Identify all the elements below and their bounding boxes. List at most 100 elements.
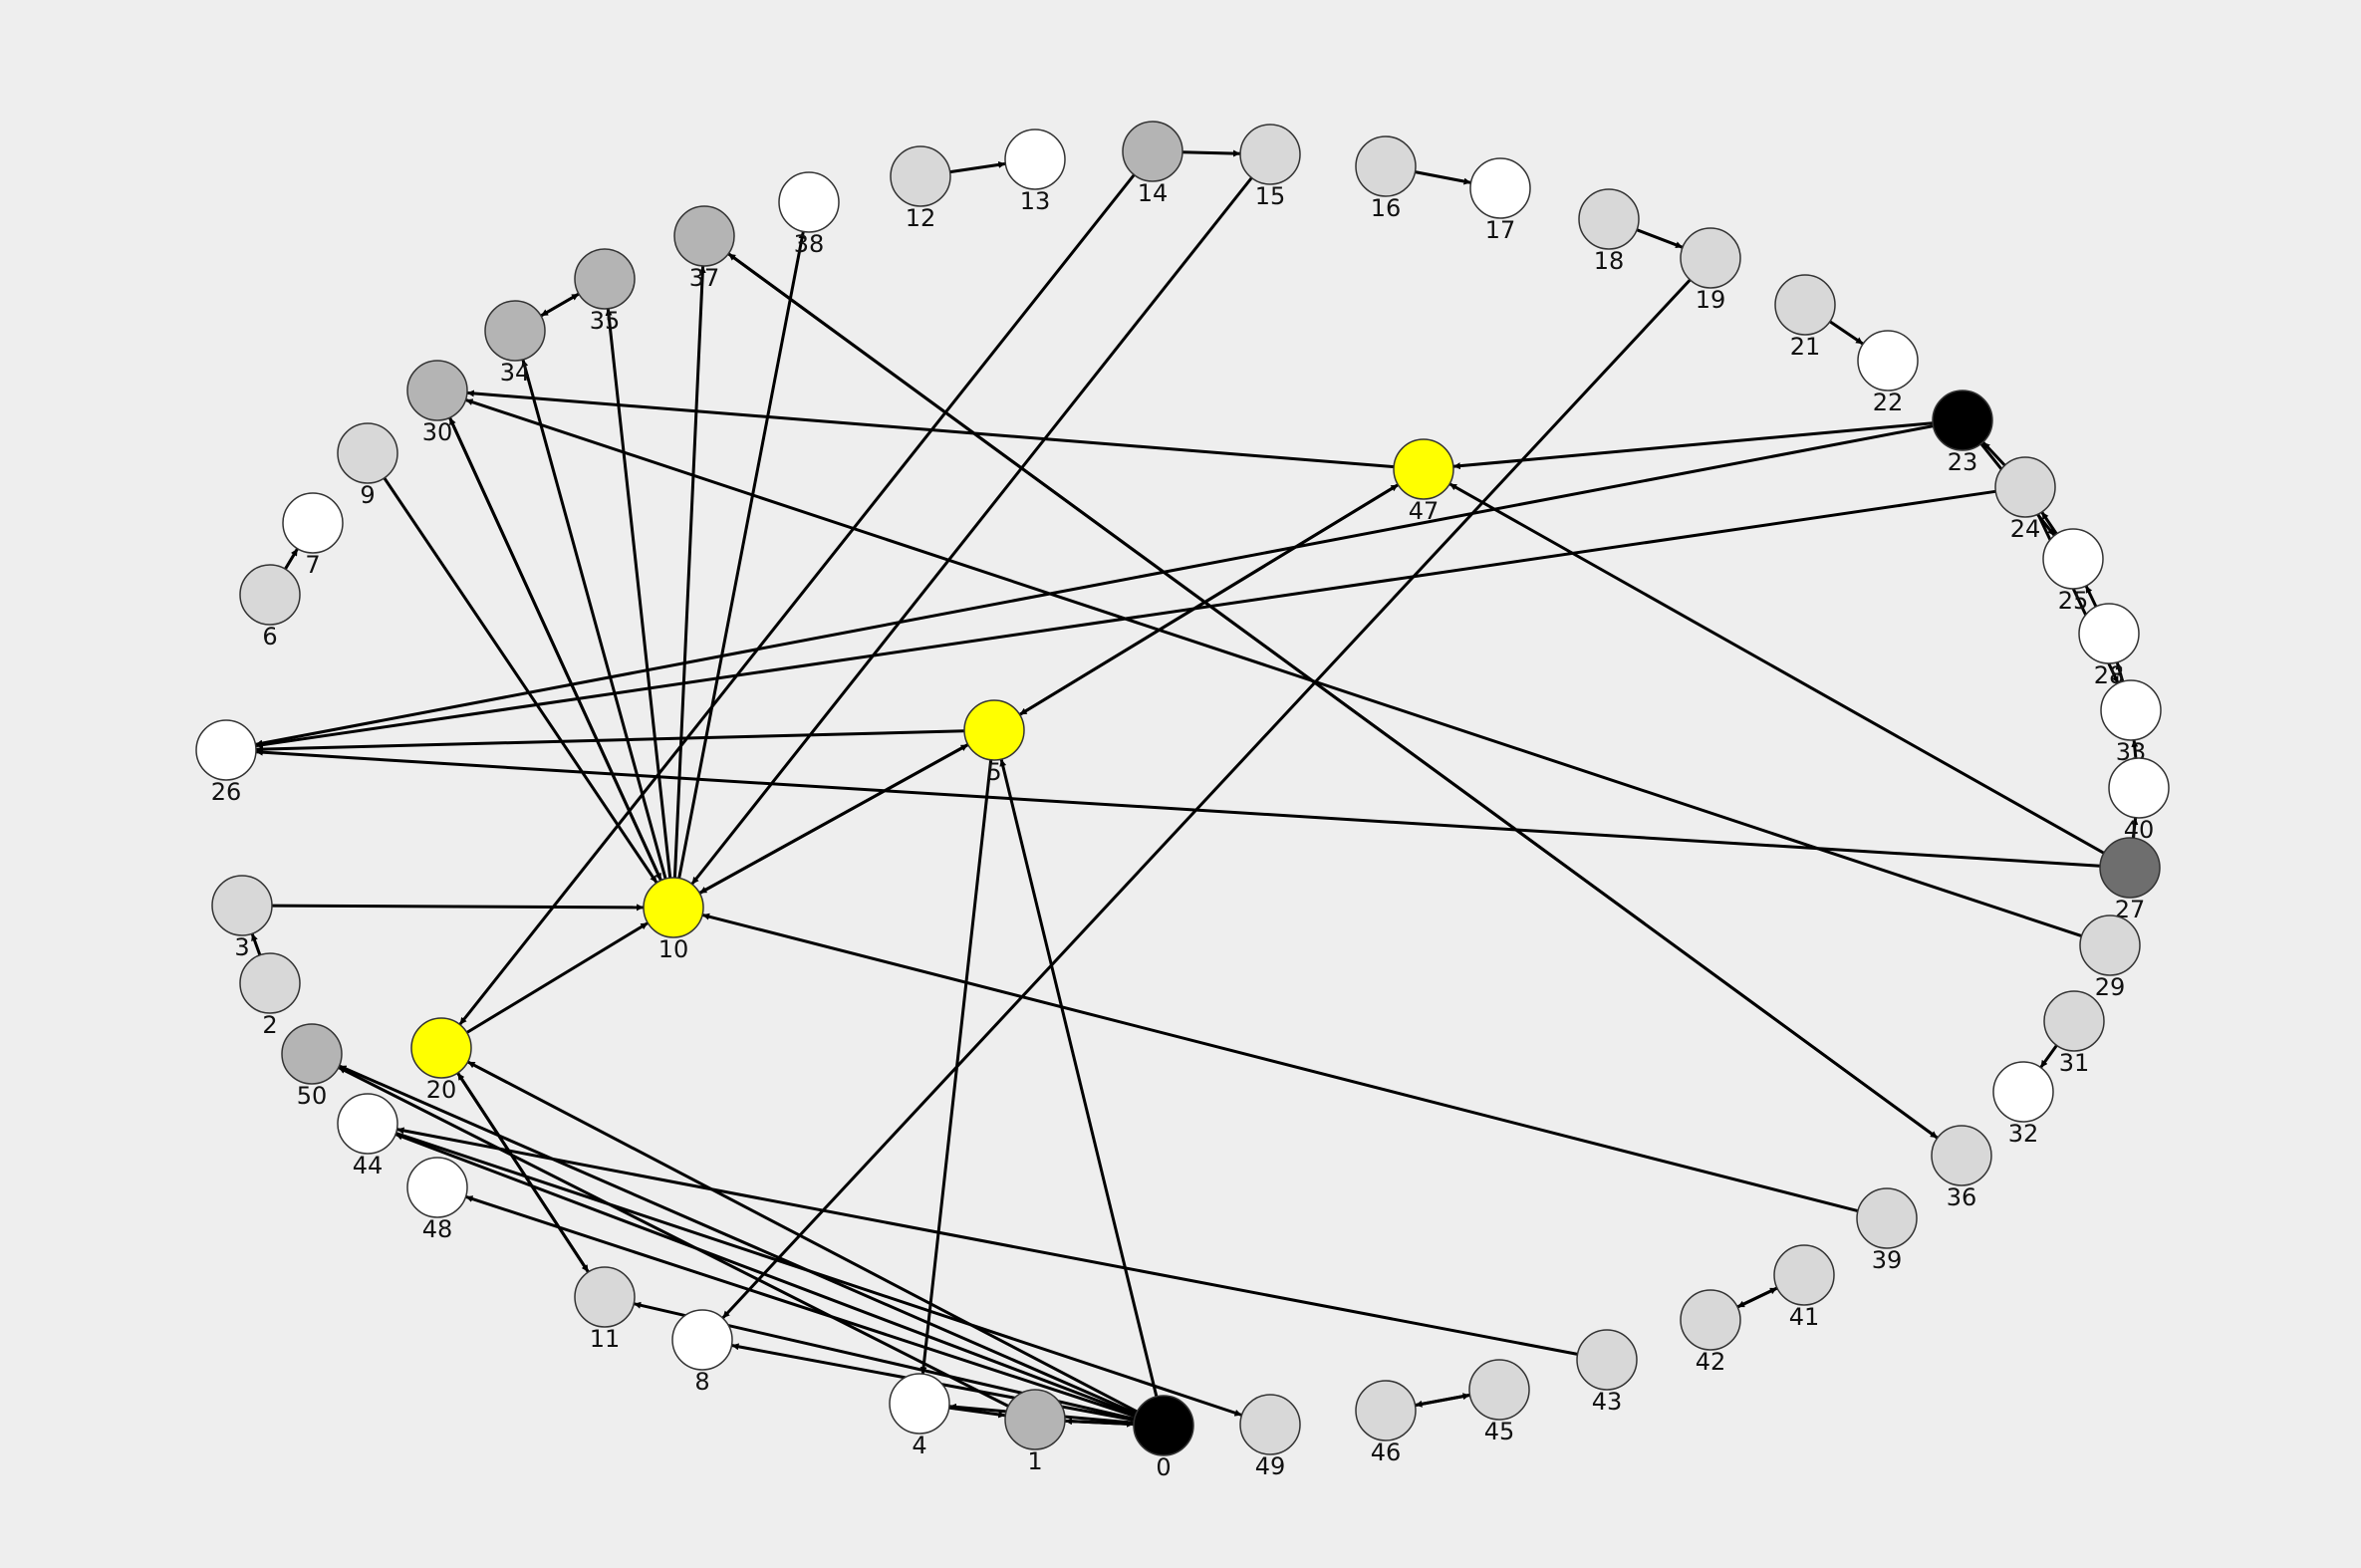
node-circle[interactable]	[484, 300, 546, 362]
node-42[interactable]: 42	[1680, 1289, 1741, 1376]
node-47[interactable]: 47	[1393, 438, 1454, 525]
node-38[interactable]: 38	[778, 171, 840, 258]
node-17[interactable]: 17	[1469, 157, 1531, 244]
node-12[interactable]: 12	[890, 145, 951, 232]
node-circle[interactable]	[1932, 390, 1993, 451]
node-21[interactable]: 21	[1774, 274, 1836, 361]
node-1[interactable]: 1	[1004, 1389, 1066, 1475]
node-36[interactable]: 36	[1931, 1125, 1992, 1211]
node-10[interactable]: 10	[643, 877, 704, 963]
node-circle[interactable]	[1680, 227, 1741, 289]
node-circle[interactable]	[963, 699, 1025, 761]
node-circle[interactable]	[889, 1373, 950, 1435]
node-circle[interactable]	[1994, 456, 2056, 518]
node-5[interactable]: 5	[963, 699, 1025, 786]
node-circle[interactable]	[890, 145, 951, 207]
node-circle[interactable]	[1239, 1394, 1301, 1455]
node-0[interactable]: 0	[1133, 1395, 1194, 1481]
node-39[interactable]: 39	[1856, 1187, 1918, 1274]
node-circle[interactable]	[1774, 274, 1836, 336]
node-circle[interactable]	[1239, 124, 1301, 185]
node-19[interactable]: 19	[1680, 227, 1741, 314]
node-46[interactable]: 46	[1355, 1380, 1417, 1466]
node-43[interactable]: 43	[1576, 1329, 1638, 1416]
node-circle[interactable]	[282, 492, 344, 554]
node-circle[interactable]	[1004, 129, 1066, 190]
node-45[interactable]: 45	[1468, 1359, 1530, 1445]
node-28[interactable]: 28	[2078, 603, 2140, 689]
node-7[interactable]: 7	[282, 492, 344, 579]
node-16[interactable]: 16	[1355, 135, 1417, 222]
node-circle[interactable]	[1393, 438, 1454, 500]
node-15[interactable]: 15	[1239, 124, 1301, 210]
node-circle[interactable]	[410, 1017, 472, 1079]
node-4[interactable]: 4	[889, 1373, 950, 1459]
node-35[interactable]: 35	[574, 248, 636, 335]
node-48[interactable]: 48	[406, 1157, 468, 1243]
node-circle[interactable]	[337, 1093, 398, 1155]
node-circle[interactable]	[1469, 157, 1531, 219]
node-circle[interactable]	[1992, 1061, 2054, 1123]
node-circle[interactable]	[1355, 135, 1417, 197]
node-circle[interactable]	[1856, 1187, 1918, 1249]
node-33[interactable]: 33	[2100, 679, 2162, 766]
node-circle[interactable]	[1578, 188, 1640, 250]
node-11[interactable]: 11	[574, 1266, 636, 1353]
node-37[interactable]: 37	[673, 205, 735, 292]
node-circle[interactable]	[1680, 1289, 1741, 1351]
node-circle[interactable]	[1468, 1359, 1530, 1421]
node-circle[interactable]	[1857, 330, 1919, 392]
node-circle[interactable]	[1004, 1389, 1066, 1450]
node-circle[interactable]	[1133, 1395, 1194, 1456]
node-circle[interactable]	[1773, 1244, 1835, 1306]
node-circle[interactable]	[2078, 603, 2140, 664]
node-circle[interactable]	[281, 1023, 343, 1085]
node-30[interactable]: 30	[406, 360, 468, 446]
node-2[interactable]: 2	[239, 952, 301, 1039]
node-27[interactable]: 27	[2099, 837, 2161, 923]
node-circle[interactable]	[574, 248, 636, 310]
node-circle[interactable]	[643, 877, 704, 938]
node-31[interactable]: 31	[2043, 990, 2105, 1077]
node-circle[interactable]	[406, 1157, 468, 1218]
node-24[interactable]: 24	[1994, 456, 2056, 543]
node-circle[interactable]	[2043, 990, 2105, 1052]
node-25[interactable]: 25	[2042, 528, 2104, 615]
node-circle[interactable]	[1931, 1125, 1992, 1186]
node-circle[interactable]	[2100, 679, 2162, 741]
node-13[interactable]: 13	[1004, 129, 1066, 215]
node-34[interactable]: 34	[484, 300, 546, 387]
node-3[interactable]: 3	[211, 875, 273, 961]
node-32[interactable]: 32	[1992, 1061, 2054, 1148]
node-circle[interactable]	[2108, 757, 2170, 819]
node-circle[interactable]	[673, 205, 735, 267]
node-circle[interactable]	[2079, 915, 2141, 976]
node-circle[interactable]	[239, 564, 301, 626]
node-23[interactable]: 23	[1932, 390, 1993, 476]
node-circle[interactable]	[2042, 528, 2104, 590]
node-circle[interactable]	[406, 360, 468, 421]
node-9[interactable]: 9	[337, 422, 398, 509]
node-18[interactable]: 18	[1578, 188, 1640, 275]
node-49[interactable]: 49	[1239, 1394, 1301, 1480]
node-circle[interactable]	[1355, 1380, 1417, 1441]
node-6[interactable]: 6	[239, 564, 301, 651]
node-circle[interactable]	[239, 952, 301, 1014]
node-8[interactable]: 8	[671, 1309, 733, 1396]
node-circle[interactable]	[2099, 837, 2161, 899]
node-44[interactable]: 44	[337, 1093, 398, 1179]
node-circle[interactable]	[671, 1309, 733, 1371]
node-40[interactable]: 40	[2108, 757, 2170, 844]
node-circle[interactable]	[195, 719, 257, 781]
node-20[interactable]: 20	[410, 1017, 472, 1104]
node-29[interactable]: 29	[2079, 915, 2141, 1001]
node-circle[interactable]	[574, 1266, 636, 1328]
node-circle[interactable]	[1576, 1329, 1638, 1391]
node-22[interactable]: 22	[1857, 330, 1919, 416]
node-circle[interactable]	[778, 171, 840, 233]
node-14[interactable]: 14	[1122, 121, 1183, 207]
node-circle[interactable]	[211, 875, 273, 936]
node-circle[interactable]	[1122, 121, 1183, 182]
node-circle[interactable]	[337, 422, 398, 484]
node-26[interactable]: 26	[195, 719, 257, 806]
